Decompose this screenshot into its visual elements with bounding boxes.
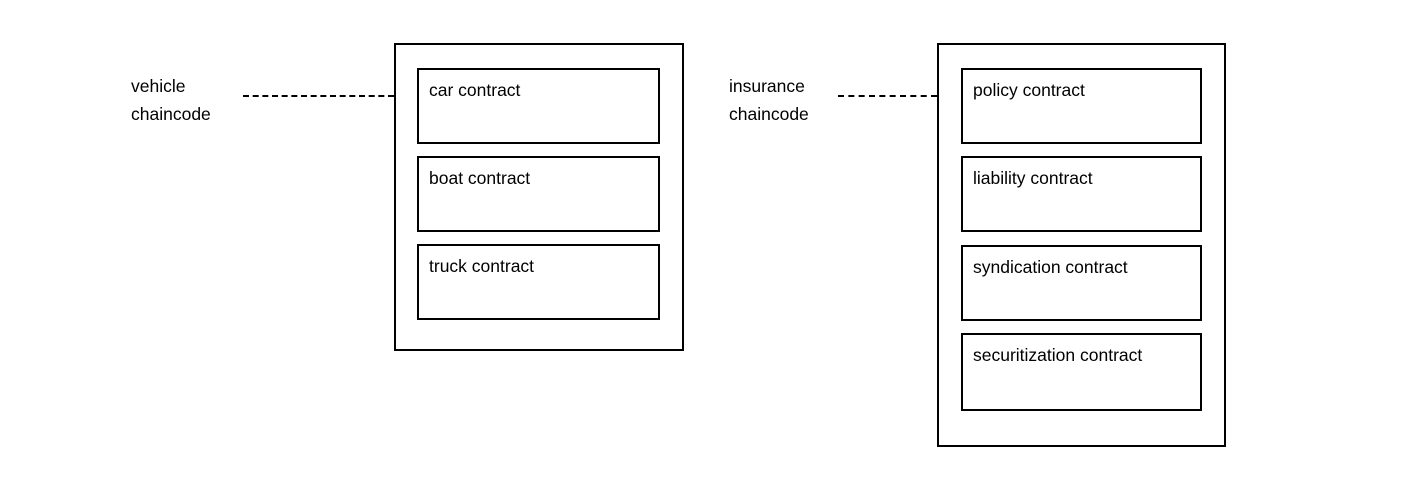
chaincode-label-line: insurance <box>729 76 805 96</box>
connector-line-vehicle <box>243 95 394 97</box>
contract-label: syndication contract <box>973 257 1128 277</box>
chaincode-label-insurance: insurance chaincode <box>729 72 809 128</box>
contract-box[interactable]: syndication contract <box>961 245 1202 321</box>
contract-label: boat contract <box>429 168 531 188</box>
contract-label: truck contract <box>429 256 535 276</box>
contract-label: policy contract <box>973 80 1085 100</box>
chaincode-label-vehicle: vehicle chaincode <box>131 72 211 128</box>
contract-box[interactable]: truck contract <box>417 244 660 320</box>
contract-box[interactable]: liability contract <box>961 156 1202 232</box>
contract-box[interactable]: car contract <box>417 68 660 144</box>
contract-box[interactable]: policy contract <box>961 68 1202 144</box>
contract-box[interactable]: securitization contract <box>961 333 1202 411</box>
chaincode-label-line: chaincode <box>729 104 809 124</box>
contract-label: liability contract <box>973 168 1093 188</box>
contract-label: securitization contract <box>973 345 1143 365</box>
connector-line-insurance <box>838 95 937 97</box>
chaincode-label-line: vehicle <box>131 76 186 96</box>
contract-box[interactable]: boat contract <box>417 156 660 232</box>
chaincode-label-line: chaincode <box>131 104 211 124</box>
contract-label: car contract <box>429 80 521 100</box>
